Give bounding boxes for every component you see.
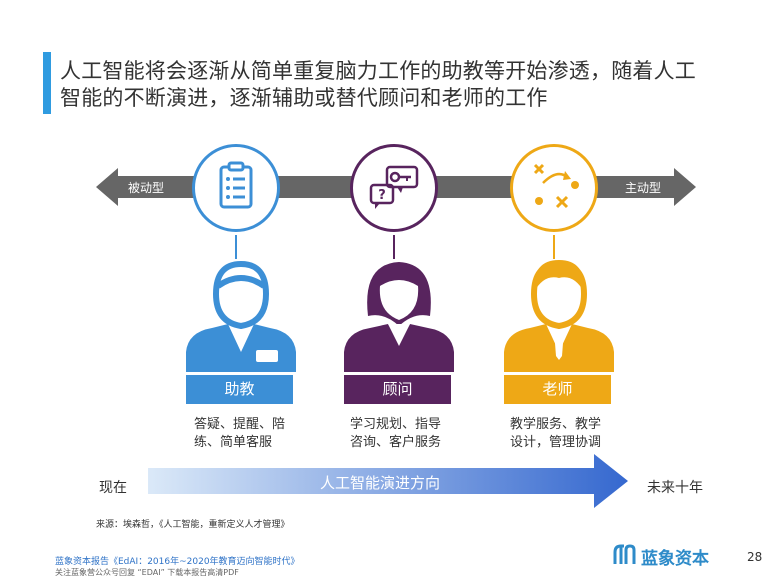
teacher-description-line-2: 设计，管理协调 (510, 435, 602, 450)
timeline-arrow-label: 人工智能演进方向 (320, 474, 441, 492)
assistant-person-icon (186, 256, 296, 372)
assistant-connector (235, 235, 237, 259)
clipboard-icon (219, 161, 253, 209)
consultant-description-line-2: 咨询、客户服务 (350, 435, 442, 450)
assistant-description-line-2: 练、简单客服 (194, 435, 273, 450)
consultant-circle: ? (350, 144, 438, 232)
teacher-person-icon (504, 256, 614, 372)
page-title-line-1: 人工智能将会逐渐从简单重复脑力工作的助教等开始渗透，随着人工 (60, 59, 696, 83)
teacher-connector (553, 235, 555, 259)
footer-download-note: 关注蓝象营公众号回复 “EDAI” 下载本报告高清PDF (55, 568, 239, 577)
consultant-description-line-1: 学习规划、指导 (350, 417, 442, 432)
page-number: 28 (747, 550, 763, 564)
brand-logo-icon (613, 544, 636, 564)
teacher-circle (510, 144, 598, 232)
brand-name: 蓝象资本 (641, 549, 709, 569)
page-title-line-2: 智能的不断演进，逐渐辅助或替代顾问和老师的工作 (60, 86, 548, 110)
teacher-description: 教学服务、教学 设计，管理协调 (510, 416, 640, 452)
timeline-arrow (148, 454, 628, 508)
tactics-icon (533, 163, 579, 209)
footer-report-title: 蓝象资本报告《EdAI：2016年~2020年教育迈向智能时代》 (55, 557, 300, 567)
consultant-person-icon (344, 256, 454, 372)
consultant-role-label: 顾问 (344, 375, 451, 404)
teacher-role-label: 老师 (504, 375, 611, 404)
source-note: 来源：埃森哲，《人工智能，重新定义人才管理》 (96, 520, 290, 530)
svg-text:?: ? (378, 188, 386, 203)
consultant-connector (393, 235, 395, 259)
title-accent-bar (43, 52, 51, 114)
consultant-description: 学习规划、指导 咨询、客户服务 (350, 416, 480, 452)
timeline-start-label: 现在 (99, 480, 127, 496)
assistant-description: 答疑、提醒、陪 练、简单客服 (194, 416, 324, 452)
chat-key-icon: ? (369, 165, 419, 209)
assistant-circle (192, 144, 280, 232)
timeline-end-label: 未来十年 (647, 480, 703, 496)
active-label: 主动型 (625, 181, 662, 195)
teacher-description-line-1: 教学服务、教学 (510, 417, 602, 432)
assistant-description-line-1: 答疑、提醒、陪 (194, 417, 286, 432)
passive-label: 被动型 (128, 181, 165, 195)
assistant-role-label: 助教 (186, 375, 293, 404)
